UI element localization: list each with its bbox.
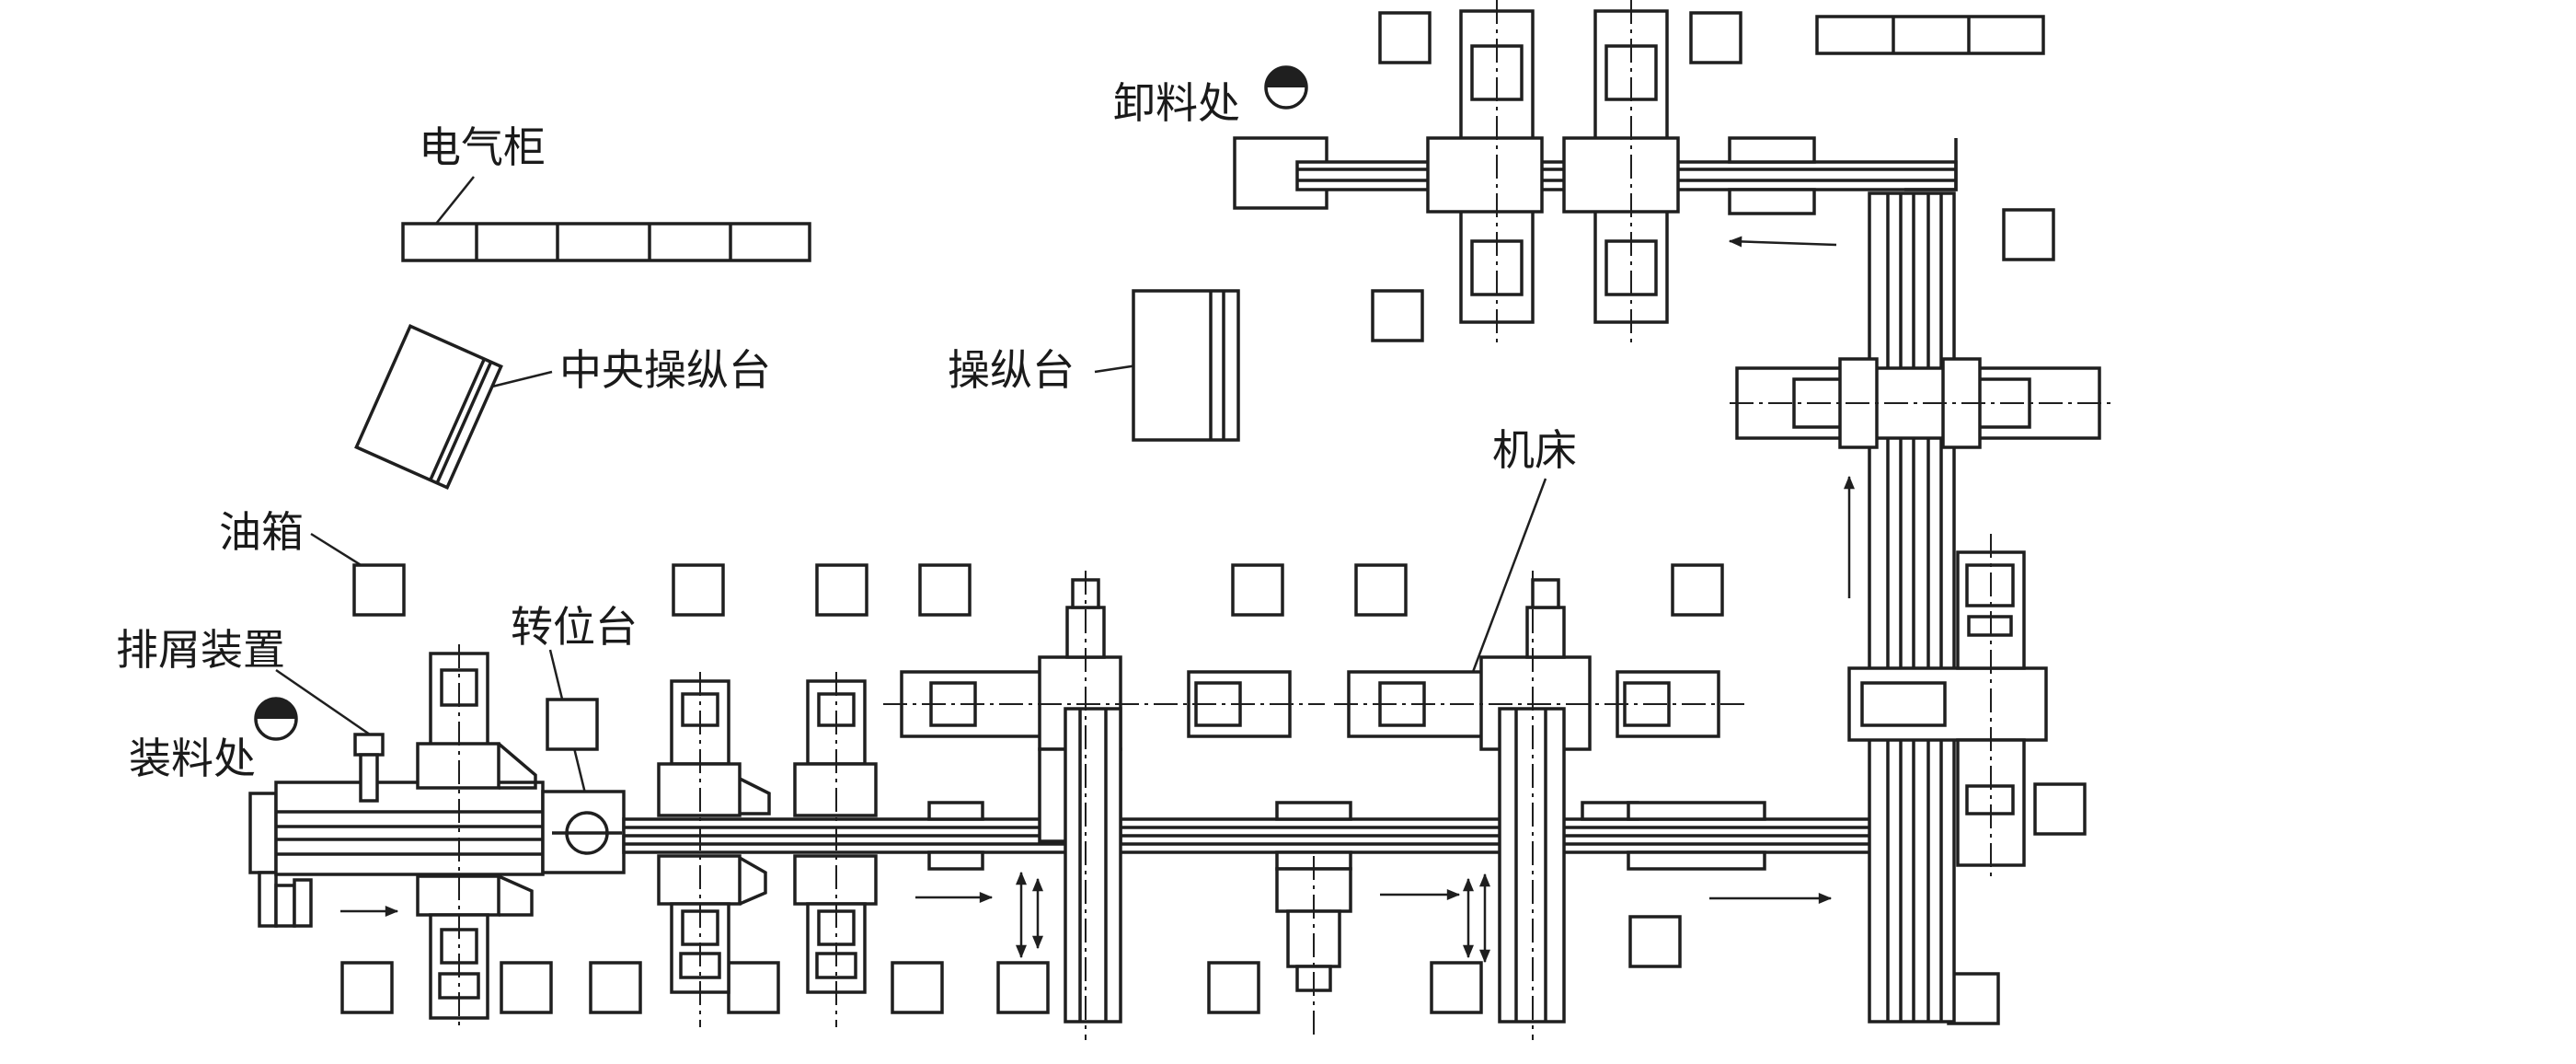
- electric-cabinet: [401, 222, 811, 262]
- label-oil-tank: 油箱: [219, 507, 304, 557]
- label-loading-station: 装料处: [129, 734, 256, 783]
- machine-unit-2: [657, 672, 771, 1027]
- label-machine-tool: 机床: [1492, 425, 1577, 475]
- label-chip-removal: 排屑装置: [116, 625, 285, 675]
- loading-station-symbol: [254, 697, 298, 741]
- label-transfer-table: 转位台: [511, 602, 638, 652]
- unloading-station-symbol: [1264, 65, 1308, 110]
- machine-station-4: [1730, 357, 2116, 449]
- machine-station-2: [1334, 571, 1766, 1040]
- machine-station-6: [1562, 0, 1680, 342]
- machine-unit-4: [1275, 856, 1352, 1040]
- label-console: 操纵台: [948, 345, 1075, 395]
- flow-arrows: [340, 236, 1855, 964]
- machine-station-5: [1426, 0, 1544, 342]
- right-vertical-conveyor: [1868, 191, 1956, 1024]
- central-console: [354, 323, 503, 491]
- console: [1132, 289, 1240, 442]
- label-central-console: 中央操纵台: [559, 345, 771, 395]
- label-electric-cabinet: 电气柜: [419, 122, 546, 172]
- machine-unit-loading: [353, 644, 537, 1029]
- machine-station-1: [883, 571, 1352, 1040]
- oil-tanks: [340, 11, 2087, 1025]
- top-right-cabinet: [1815, 15, 2045, 55]
- machine-unit-3: [793, 672, 878, 1027]
- label-unloading-station: 卸料处: [1113, 78, 1240, 128]
- machine-station-3: [1847, 534, 2048, 880]
